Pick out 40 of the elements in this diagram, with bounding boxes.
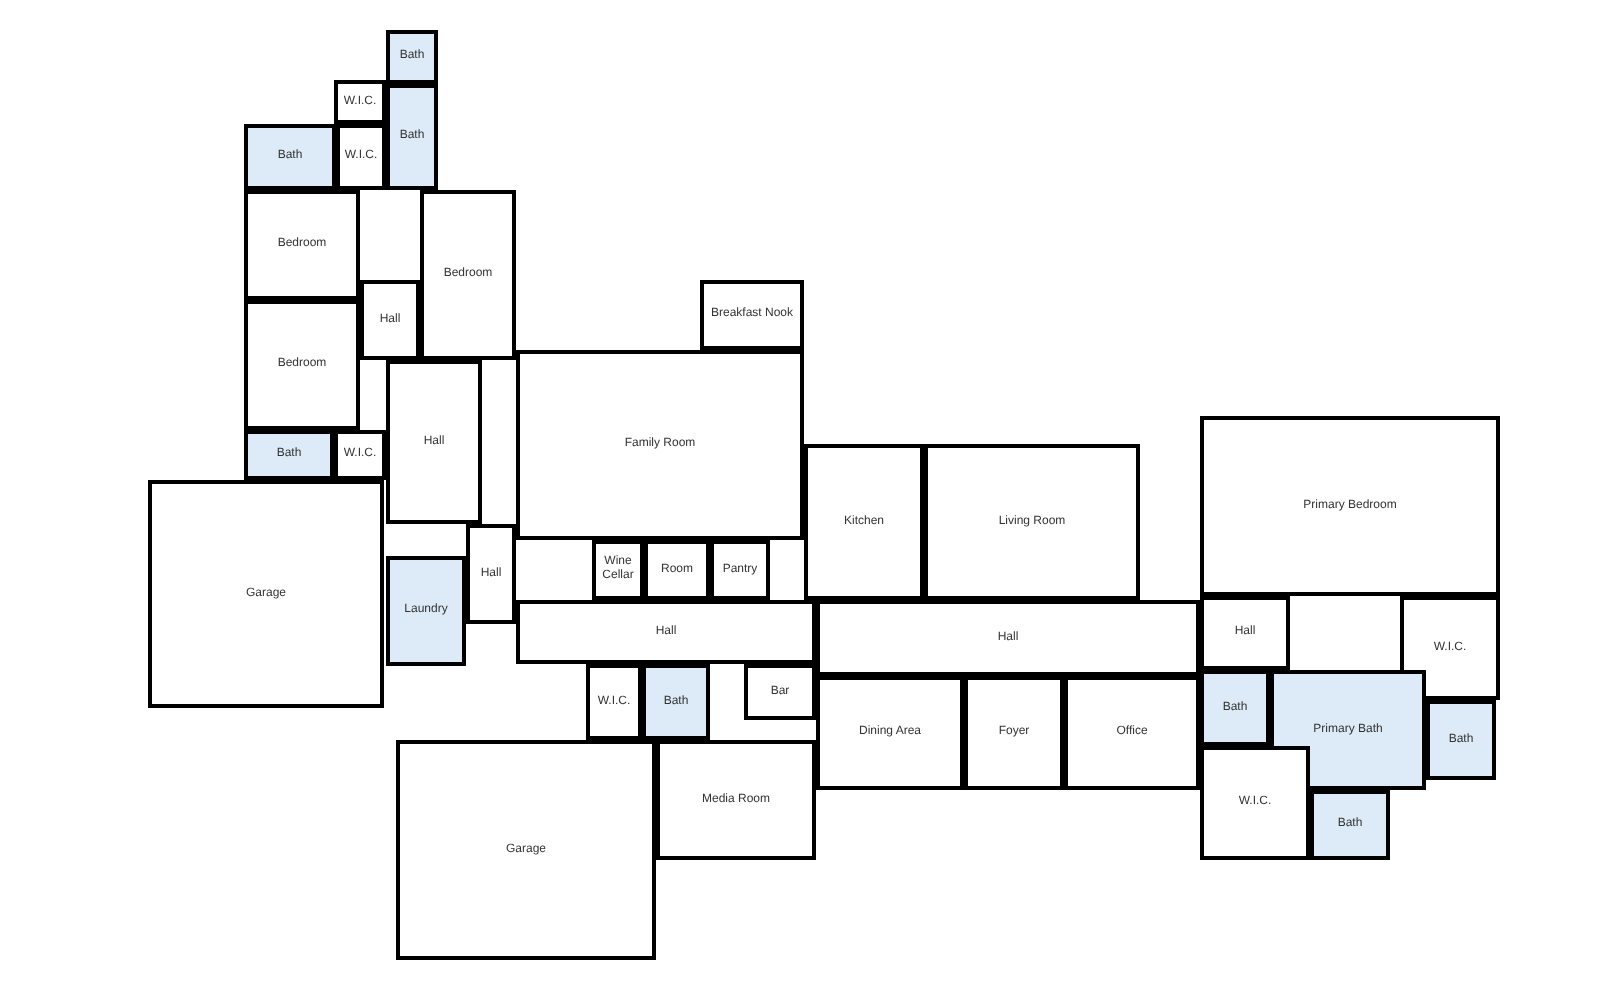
bathroom-room: [1426, 700, 1496, 780]
bathroom-room: [386, 556, 466, 666]
room: [804, 444, 924, 600]
room: [816, 676, 964, 790]
room: [1200, 746, 1310, 860]
room: [466, 524, 516, 624]
room: [586, 664, 642, 740]
room: [1400, 596, 1500, 700]
room: [516, 350, 804, 540]
bathroom-room: [386, 84, 438, 190]
bathroom-room: [386, 30, 438, 84]
room: [386, 360, 482, 524]
bathroom-room: [1310, 790, 1390, 860]
room: [148, 480, 384, 708]
room: [1200, 416, 1500, 596]
room: [656, 740, 816, 860]
room: [816, 600, 1200, 676]
room: [334, 80, 386, 124]
room: [360, 280, 420, 360]
bathroom-room: [642, 664, 710, 740]
room: [336, 124, 386, 190]
bathroom-room: [1200, 670, 1270, 746]
room: [644, 540, 710, 600]
room: [396, 740, 656, 960]
room: [1200, 596, 1290, 670]
room: [244, 300, 360, 430]
room: [1064, 676, 1200, 790]
room: [700, 280, 804, 350]
room: [964, 676, 1064, 790]
room: [592, 540, 644, 600]
bathroom-room: [1270, 670, 1426, 790]
room: [516, 600, 816, 664]
room: [244, 190, 360, 300]
room: [710, 540, 770, 600]
room: [420, 190, 516, 360]
room: [334, 430, 386, 480]
bathroom-room: [244, 430, 334, 480]
room: [744, 664, 816, 720]
bathroom-room: [244, 124, 336, 190]
room: [924, 444, 1140, 600]
